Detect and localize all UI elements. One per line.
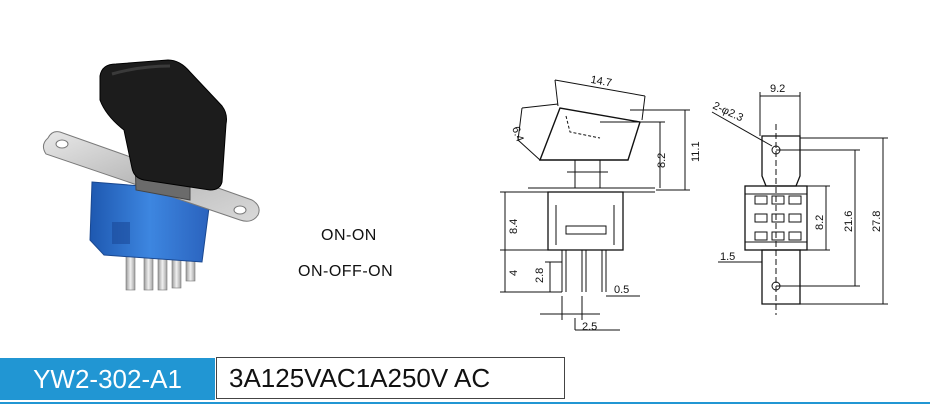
dim-2-5: 2.5 [582, 321, 597, 333]
mode-on-on: ON-ON [321, 227, 377, 244]
dim-6-4: 6.4 [509, 125, 526, 143]
dim-21-6: 21.6 [843, 211, 855, 232]
model-label: YW2-302-A1 [0, 358, 215, 400]
dim-11-1: 11.1 [690, 141, 702, 162]
rating-label: 3A125VAC1A250V AC [216, 357, 565, 399]
dim-8-2-front: 8.2 [814, 215, 826, 230]
dim-27-8: 27.8 [871, 211, 883, 232]
dim-9-2: 9.2 [770, 83, 785, 95]
mount-hole-right [233, 205, 247, 215]
switch-photo [42, 59, 260, 291]
bottom-divider [0, 402, 930, 404]
dim-1-5: 1.5 [720, 251, 735, 263]
dim-8-4: 8.4 [508, 219, 520, 234]
front-view [711, 92, 888, 315]
dim-0-5: 0.5 [614, 284, 629, 296]
side-view [500, 79, 690, 331]
mount-hole-left [55, 139, 69, 149]
rocker-actuator [99, 59, 227, 191]
dim-4: 4 [508, 270, 520, 276]
dim-8-2-side: 8.2 [656, 153, 668, 168]
mode-on-off-on: ON-OFF-ON [298, 263, 394, 280]
dim-2-8: 2.8 [534, 268, 546, 283]
dim-14-7: 14.7 [590, 74, 613, 90]
